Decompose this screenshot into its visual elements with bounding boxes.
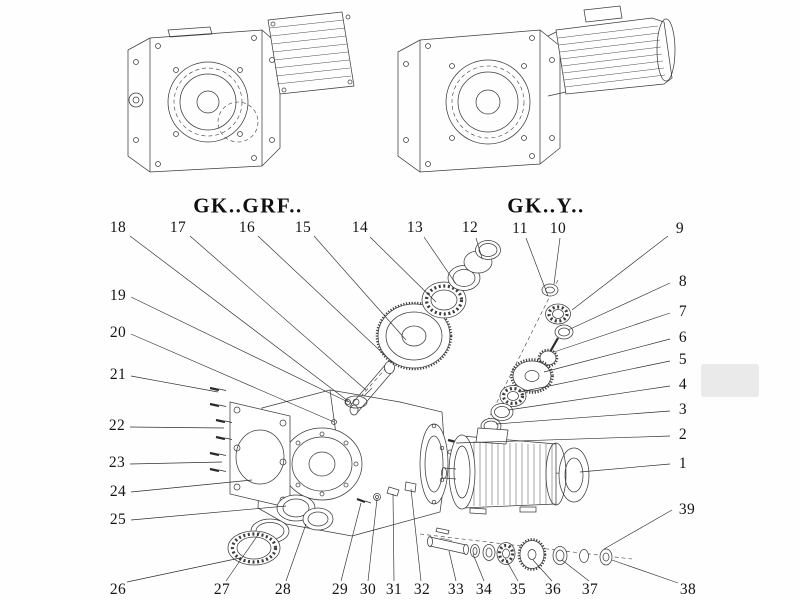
output-shaft-assembly-drawing — [427, 527, 613, 571]
part-number-18: 18 — [109, 219, 127, 236]
part-number-35: 35 — [509, 581, 527, 598]
output-bearing-drawing — [227, 518, 290, 566]
part-number-20: 20 — [109, 324, 127, 341]
motor-drawing — [441, 427, 590, 515]
part-number-31: 31 — [385, 581, 403, 598]
part-number-5: 5 — [678, 351, 688, 368]
part-number-25: 25 — [109, 511, 127, 528]
part-number-15: 15 — [294, 219, 312, 236]
scan-artifact — [701, 364, 759, 397]
part-number-17: 17 — [169, 219, 187, 236]
part-number-28: 28 — [274, 581, 292, 598]
gear-stack-drawing — [349, 240, 501, 416]
variant-label-grf: GK..GRF.. — [193, 193, 303, 218]
gearbox-y-drawing — [397, 5, 676, 173]
part-number-10: 10 — [549, 220, 567, 237]
part-number-4: 4 — [678, 376, 688, 393]
part-number-14: 14 — [351, 219, 369, 236]
gearbox-grf-drawing — [127, 11, 355, 173]
part-number-6: 6 — [678, 329, 688, 346]
part-number-37: 37 — [581, 581, 599, 598]
part-number-11: 11 — [512, 220, 528, 237]
part-number-8: 8 — [678, 273, 688, 290]
flange-plate-drawing — [229, 401, 291, 509]
pinion-stack-drawing — [480, 283, 574, 434]
variant-label-y: GK..Y.. — [507, 193, 585, 218]
part-number-13: 13 — [406, 219, 424, 236]
part-number-9: 9 — [675, 220, 685, 237]
part-number-38: 38 — [679, 581, 697, 598]
part-number-2: 2 — [678, 426, 688, 443]
leader-lines — [126, 235, 679, 584]
part-number-24: 24 — [109, 483, 127, 500]
part-number-33: 33 — [447, 581, 465, 598]
part-number-19: 19 — [109, 287, 127, 304]
part-number-29: 29 — [331, 581, 349, 598]
part-number-39: 39 — [678, 501, 696, 518]
part-number-27: 27 — [213, 581, 231, 598]
part-number-1: 1 — [678, 455, 688, 472]
part-number-22: 22 — [108, 417, 126, 434]
part-number-16: 16 — [238, 219, 256, 236]
fastener-parts-drawing — [356, 438, 457, 504]
bolt-set-drawing — [209, 386, 233, 473]
part-number-34: 34 — [475, 581, 493, 598]
part-number-21: 21 — [109, 366, 127, 383]
part-number-26: 26 — [109, 581, 127, 598]
part-number-23: 23 — [108, 454, 126, 471]
part-number-12: 12 — [461, 219, 479, 236]
part-number-36: 36 — [544, 581, 562, 598]
part-number-7: 7 — [678, 303, 688, 320]
part-number-30: 30 — [359, 581, 377, 598]
part-number-32: 32 — [413, 581, 431, 598]
part-number-3: 3 — [678, 401, 688, 418]
seal-rings-drawing — [276, 494, 334, 531]
